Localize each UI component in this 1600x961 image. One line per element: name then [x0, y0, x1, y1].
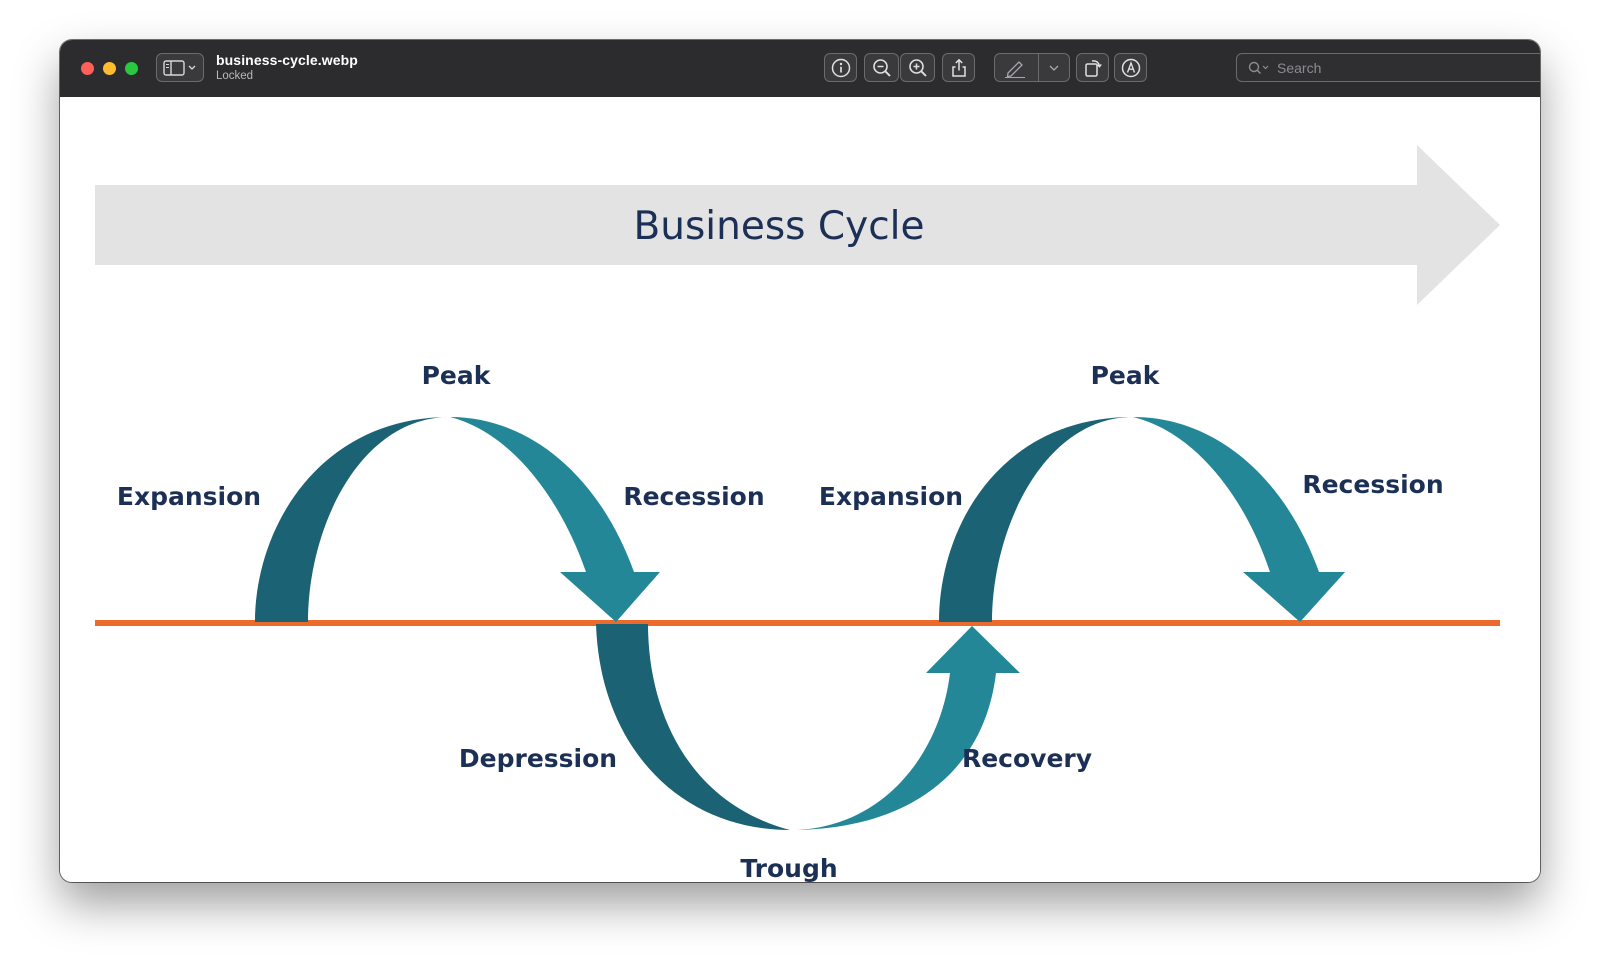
peak-label-1: Peak	[422, 361, 492, 390]
markup-pen-icon	[1005, 60, 1025, 78]
sidebar-icon	[163, 59, 196, 76]
search-icon	[1247, 60, 1271, 76]
search-input[interactable]	[1277, 59, 1540, 76]
peak-label-2: Peak	[1091, 361, 1161, 390]
diagram-title: Business Cycle	[634, 204, 925, 249]
document-status: Locked	[216, 70, 254, 82]
depression-label: Depression	[459, 744, 617, 773]
expansion-label-1: Expansion	[117, 482, 261, 511]
search-field[interactable]	[1236, 53, 1540, 82]
sidebar-toggle-button[interactable]	[156, 53, 204, 82]
business-cycle-diagram: Business Cycle Peak Expansion Recession …	[95, 145, 1500, 882]
title-bar: business-cycle.webp Locked	[60, 40, 1540, 98]
recovery-label: Recovery	[962, 744, 1092, 773]
chevron-down-icon	[1049, 65, 1059, 71]
share-button[interactable]	[942, 53, 975, 82]
expansion-arc-1	[255, 417, 450, 622]
expansion-arc-2	[939, 417, 1133, 622]
info-button[interactable]	[824, 53, 857, 82]
rotate-icon	[1084, 59, 1102, 77]
recession-arrow-1	[450, 417, 660, 622]
recovery-arrow	[790, 626, 1020, 830]
share-icon	[951, 58, 966, 77]
image-canvas: Business Cycle Peak Expansion Recession …	[60, 97, 1540, 882]
zoom-window-button[interactable]	[125, 62, 138, 75]
recession-label-1: Recession	[623, 482, 764, 511]
info-icon	[831, 58, 850, 77]
zoom-in-button[interactable]	[900, 53, 935, 82]
document-title: business-cycle.webp	[216, 52, 358, 68]
recession-label-2: Recession	[1302, 470, 1443, 499]
rotate-button[interactable]	[1076, 53, 1109, 82]
recession-arrow-2	[1133, 417, 1345, 622]
close-window-button[interactable]	[81, 62, 94, 75]
trend-baseline	[95, 620, 1500, 626]
minimize-window-button[interactable]	[103, 62, 116, 75]
annotate-icon	[1121, 58, 1140, 77]
zoom-out-icon	[872, 58, 891, 77]
preview-window: business-cycle.webp Locked	[60, 40, 1540, 882]
title-banner-arrow	[95, 145, 1500, 305]
markup-button[interactable]	[994, 53, 1070, 82]
zoom-in-icon	[908, 58, 927, 77]
expansion-label-2: Expansion	[819, 482, 963, 511]
trough-label: Trough	[740, 854, 837, 882]
annotate-button[interactable]	[1114, 53, 1147, 82]
depression-arc	[596, 624, 790, 830]
zoom-out-button[interactable]	[864, 53, 899, 82]
